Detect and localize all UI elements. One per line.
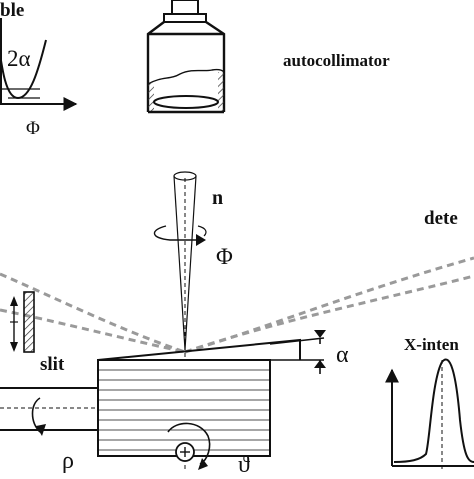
diffracted-beam-lower — [184, 274, 474, 354]
autocollimator-label: autocollimator — [283, 51, 390, 70]
rho-rotation: ρ — [31, 397, 74, 474]
phi-axis-label: Φ — [26, 118, 40, 139]
autocollimator-neck — [163, 13, 207, 23]
incident-beam-upper — [0, 272, 186, 354]
phi-rotation-upper — [197, 225, 207, 237]
autocollimator-cap — [171, 0, 199, 15]
theta-label: ϑ — [238, 452, 250, 474]
slit-arrow-up — [10, 296, 18, 306]
slit: slit — [10, 291, 65, 375]
beam-cone-left — [173, 175, 186, 351]
rho-rotation-arc — [31, 397, 41, 433]
sample-layers — [98, 369, 270, 451]
inset-curve-plot: ble 2α Φ — [0, 0, 78, 139]
alpha-angle-marker: α — [314, 330, 349, 374]
theta-rotation: ϑ — [167, 422, 250, 478]
alpha-arrowhead-top — [314, 330, 326, 338]
theta-rotation-arrowhead — [198, 458, 208, 470]
sample-block — [0, 337, 325, 462]
autocollimator: autocollimator — [146, 0, 390, 114]
sample-surface-extension — [269, 337, 325, 345]
autocollimator-right-hatch — [218, 72, 224, 112]
slit-label: slit — [40, 354, 65, 375]
slit-arrow-down — [10, 342, 18, 352]
two-alpha-label: 2α — [7, 46, 31, 71]
normal-beam: n Φ — [153, 171, 233, 470]
xray-beams — [0, 256, 474, 354]
inset-title-fragment: ble — [0, 0, 24, 21]
sample-body — [97, 359, 271, 457]
x-intensity-label-fragment: X-inten — [404, 335, 459, 354]
phi-rotation-arrow — [153, 225, 200, 241]
rho-label: ρ — [62, 448, 74, 474]
alpha-label: α — [336, 342, 349, 368]
autocollimator-fill-surface — [147, 68, 225, 85]
x-intensity-plot: X-inten — [385, 335, 474, 470]
normal-n-label: n — [212, 187, 223, 209]
rho-rotation-arrowhead — [36, 424, 46, 436]
autocollimator-left-hatch — [148, 82, 154, 112]
rotation-phi-label: Φ — [216, 244, 233, 269]
slit-plate — [23, 291, 35, 353]
intensity-peak-curve — [393, 358, 474, 463]
diffracted-beam-upper — [184, 256, 474, 354]
sample-tilted-surface — [97, 338, 301, 361]
phi-rotation-arrowhead — [196, 234, 206, 246]
detector-label-fragment: dete — [424, 208, 458, 229]
beam-cone-right — [184, 175, 197, 351]
autocollimator-lens — [153, 95, 219, 109]
theta-rotation-arc — [167, 422, 211, 465]
